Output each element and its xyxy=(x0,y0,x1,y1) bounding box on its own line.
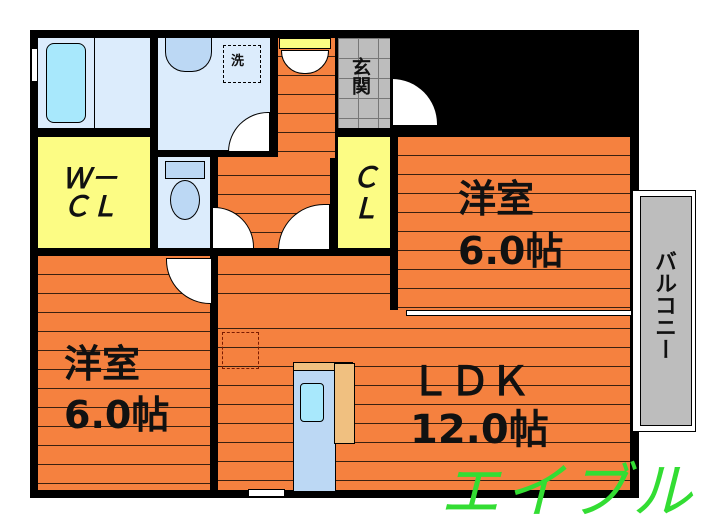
bath-divider xyxy=(94,38,95,128)
washer-space xyxy=(223,45,261,83)
ldk xyxy=(218,310,630,490)
cl-line1: Ｃ xyxy=(351,161,380,194)
balcony-label: バルコニー xyxy=(651,250,676,360)
stove-counter xyxy=(334,363,355,444)
closet xyxy=(338,137,390,248)
toilet-strip xyxy=(158,136,210,149)
bathtub-icon xyxy=(46,43,86,123)
wcl-line1: Ｗ－ xyxy=(62,162,119,195)
balcony xyxy=(640,196,692,426)
walk-in-closet xyxy=(38,137,150,248)
western-room-right xyxy=(398,137,630,310)
sink-basin-icon xyxy=(300,383,324,422)
bathroom-window xyxy=(31,48,38,82)
hatch-icon xyxy=(222,332,259,369)
sink-icon xyxy=(165,38,212,72)
walk-in-closet-label: Ｗ－ ＣＬ xyxy=(62,165,118,221)
ldk-upper xyxy=(218,256,390,312)
cl-line2: Ｌ xyxy=(351,191,380,225)
western-room-left xyxy=(38,256,210,490)
western-room-right-size: 6.0帖 xyxy=(458,229,564,273)
western-room-right-name: 洋室 xyxy=(458,177,535,221)
western-room-left-name: 洋室 xyxy=(64,342,141,386)
shoe-box xyxy=(279,38,331,49)
toilet-tank-icon xyxy=(165,161,205,179)
washer-label: 洗 xyxy=(231,54,245,69)
ldk-size: 12.0帖 xyxy=(410,407,549,453)
toilet-bowl-icon xyxy=(170,180,200,220)
wcl-line2: ＣＬ xyxy=(62,190,119,223)
western-room-left-size: 6.0帖 xyxy=(64,393,170,437)
ldk-name: ＬＤＫ xyxy=(410,359,530,405)
logo: エイブル xyxy=(440,457,696,527)
sliding-door[interactable] xyxy=(406,310,632,316)
closet-label: Ｃ Ｌ xyxy=(351,161,380,225)
entrance-label: 玄関 xyxy=(349,57,371,95)
ldk-window[interactable] xyxy=(248,489,285,497)
entrance xyxy=(338,38,390,128)
